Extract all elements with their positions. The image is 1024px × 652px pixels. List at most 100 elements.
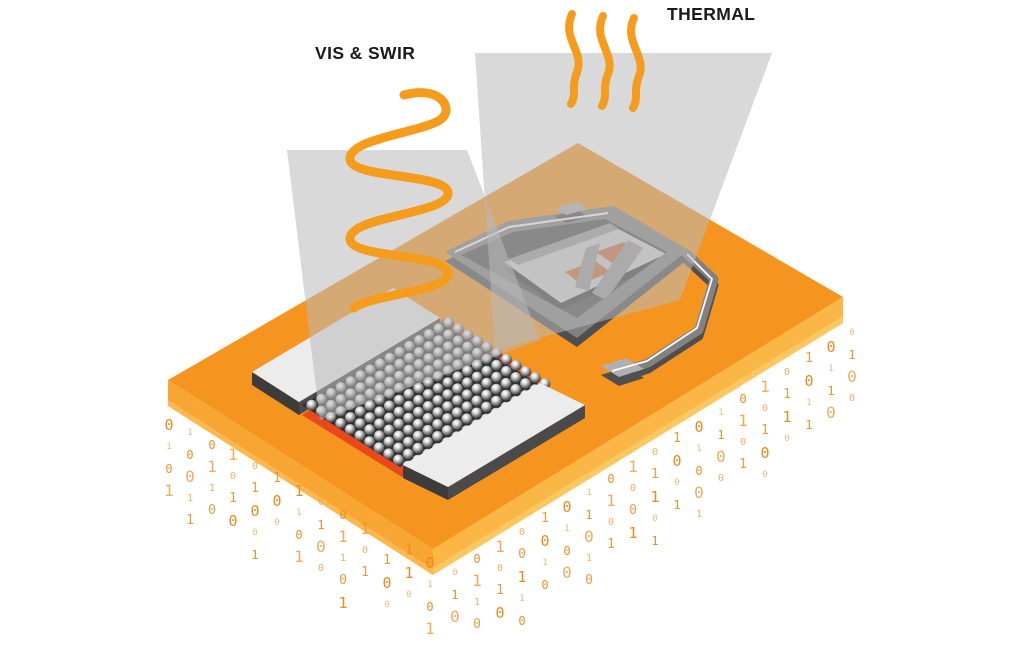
vis-swir-beam-cone <box>287 150 540 420</box>
mems-trace-arm <box>611 253 714 372</box>
microlens-sphere <box>413 382 425 394</box>
microlens-sphere <box>432 431 443 442</box>
heat-wave-2 <box>596 12 614 110</box>
microlens-sphere <box>364 400 376 412</box>
microlens-sphere <box>491 371 502 383</box>
microlens-sphere <box>354 430 366 441</box>
microlens-sphere <box>354 418 366 429</box>
microlens-sphere <box>481 365 493 377</box>
microlens-sphere <box>520 378 531 389</box>
microlens-sphere <box>374 406 385 418</box>
microlens-sphere <box>490 395 502 407</box>
microlens-sphere <box>442 413 453 424</box>
slab-top-face <box>403 383 585 487</box>
microlens-sphere <box>529 372 541 383</box>
microlens-sphere <box>452 395 463 407</box>
microlens-sphere <box>471 407 482 419</box>
microlens-sphere <box>510 360 522 371</box>
microlens-sphere <box>393 418 405 430</box>
microlens-sphere <box>383 424 395 436</box>
microlens-sphere <box>373 442 385 454</box>
microlens-sphere <box>393 394 405 406</box>
microlens-sphere <box>422 401 434 412</box>
microlens-sphere <box>461 413 473 425</box>
microlens-sphere <box>432 395 444 406</box>
microlens-sphere <box>500 365 512 377</box>
microlens-sphere <box>490 383 502 395</box>
microlens-sphere <box>364 436 375 447</box>
microlens-sphere <box>403 400 415 412</box>
microlens-sphere <box>510 384 522 395</box>
microlens-sphere <box>520 366 532 377</box>
chip-side-right-bevel <box>433 316 843 575</box>
microlens-sphere <box>481 389 492 401</box>
microlens-sphere <box>471 395 483 407</box>
microlens-sphere <box>461 389 473 401</box>
microlens-sphere <box>383 400 395 412</box>
microlens-sphere <box>451 419 463 430</box>
microlens-sphere <box>403 424 414 436</box>
vis-swir-label: VIS & SWIR <box>315 43 416 63</box>
slab-end-face <box>252 372 299 415</box>
chip-side-left-face <box>168 380 433 575</box>
microlens-sphere <box>373 430 385 442</box>
microlens-sphere <box>432 419 443 430</box>
microlens-sphere <box>442 377 454 388</box>
microlens-sphere <box>432 407 444 418</box>
slab-front-face <box>448 405 585 500</box>
heat-waves-icon <box>565 10 645 112</box>
microlens-sphere <box>403 388 415 400</box>
microlens-sphere <box>442 401 453 412</box>
microlens-sphere <box>403 412 414 424</box>
microlens-sphere <box>383 448 395 460</box>
microlens-sphere <box>393 406 405 418</box>
thermal-label: THERMAL <box>667 4 756 24</box>
microlens-sphere <box>383 436 395 448</box>
microlens-sphere <box>471 371 483 383</box>
microlens-sphere <box>481 401 492 413</box>
microlens-sphere <box>432 383 444 394</box>
microlens-sphere <box>402 448 414 460</box>
light-wave-squiggle-icon <box>345 88 453 313</box>
microlens-sphere <box>501 353 512 365</box>
chip-side-left-bevel <box>168 400 433 575</box>
microlens-sphere <box>461 377 473 389</box>
microlens-sphere <box>462 365 473 377</box>
microlens-sphere <box>393 454 404 466</box>
microlens-sphere <box>442 389 454 400</box>
microlens-sphere <box>422 436 434 448</box>
microlens-sphere <box>510 372 522 383</box>
microlens-sphere <box>402 436 414 448</box>
microlens-sphere <box>364 424 375 436</box>
microlens-sphere <box>344 424 356 435</box>
microlens-sphere <box>412 442 424 454</box>
microlens-sphere <box>452 371 464 383</box>
microlens-sphere <box>422 424 434 436</box>
microlens-sphere <box>374 418 385 430</box>
microlens-sphere <box>335 418 346 429</box>
slab-end-face <box>403 465 448 500</box>
microlens-sphere <box>354 406 366 417</box>
microlens-sphere <box>306 399 318 411</box>
microlens-sphere <box>412 418 424 430</box>
microlens-sphere <box>413 406 424 418</box>
microlens-sphere <box>393 430 405 442</box>
microlens-sphere <box>481 377 493 389</box>
microlens-sphere <box>413 394 424 406</box>
heat-wave-3 <box>627 14 645 112</box>
microlens-sphere <box>412 430 424 442</box>
microlens-sphere <box>451 407 463 419</box>
microlens-sphere <box>441 425 453 436</box>
microlens-sphere <box>364 412 376 424</box>
microlens-sphere <box>471 383 483 395</box>
microlens-sphere <box>393 442 404 454</box>
microlens-sphere <box>345 412 356 423</box>
microlens-sphere <box>383 412 395 424</box>
thermal-beam-cone <box>475 53 772 350</box>
microlens-sphere <box>422 412 434 424</box>
microlens-sphere <box>422 389 434 400</box>
microlens-sphere <box>461 401 473 413</box>
microlens-sphere <box>452 383 463 395</box>
